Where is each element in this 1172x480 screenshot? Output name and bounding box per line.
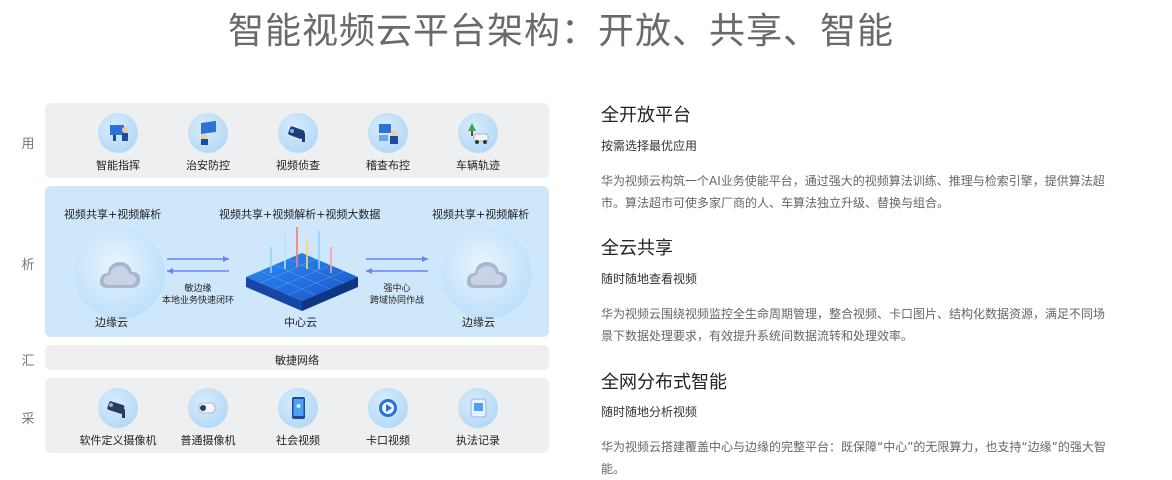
center-cloud-label: 中心云 (284, 316, 317, 329)
section-body-open-platform: 华为视频云构筑一个AI业务使能平台，通过强大的视频算法训练、推理与检索引擎，提供… (601, 174, 1105, 210)
data-beams (270, 227, 332, 273)
edge-left-caption: 视频共享+视频解析 (64, 208, 162, 221)
collect-item-label: 普通摄像机 (180, 434, 236, 447)
left-link-desc: 本地业务快速闭环 (161, 296, 234, 306)
checkpoint-video-icon (368, 388, 408, 428)
security-patrol-icon (188, 113, 228, 153)
center-cloud-platform[interactable] (240, 225, 365, 325)
app-item-label: 智能指挥 (96, 159, 140, 172)
layer-label-aggregation: 汇 (21, 354, 35, 369)
law-recorder-icon (458, 388, 498, 428)
left-link-caption: 敏边缘 本地业务快速闭环 (150, 283, 246, 307)
page-title: 智能视频云平台架构：开放、共享、智能 (227, 11, 894, 52)
right-link-desc: 跨域协同作战 (369, 296, 424, 306)
cloud-icon (99, 262, 141, 288)
mobile-video-icon (278, 388, 318, 428)
bidirectional-arrow-left (167, 256, 229, 274)
bidirectional-arrow-right (366, 256, 428, 274)
collect-item-label: 执法记录 (456, 434, 500, 447)
platform-side-right (302, 277, 358, 311)
section-body-cloud-sharing: 华为视频云围绕视频监控全生命周期管理，整合视频、卡口图片、结构化数据资源，满足不… (601, 307, 1106, 343)
app-item-investigate[interactable]: 视频侦查 (258, 113, 338, 173)
layer-label-application: 用 (21, 137, 35, 152)
edge-cloud-left[interactable] (75, 229, 165, 319)
edge-right-caption: 视频共享+视频解析 (432, 208, 530, 221)
edge-cloud-right[interactable] (442, 229, 532, 319)
collect-item-sdc[interactable]: 软件定义摄像机 (78, 388, 158, 448)
collect-item-normal[interactable]: 普通摄像机 (168, 388, 248, 448)
layer-label-analysis: 析 (21, 258, 35, 273)
collect-item-label: 社会视频 (276, 434, 320, 447)
center-caption: 视频共享+视频解析+视频大数据 (219, 208, 381, 221)
command-monitor-icon (98, 113, 138, 153)
inspection-icon (368, 113, 408, 153)
app-item-label: 治安防控 (186, 159, 230, 172)
app-item-command[interactable]: 智能指挥 (78, 113, 158, 173)
right-link-title: 强中心 (383, 284, 411, 294)
cloud-icon (466, 262, 508, 288)
section-title-distributed-ai: 全网分布式智能 (601, 372, 727, 393)
collect-item-recorder[interactable]: 执法记录 (438, 388, 518, 448)
app-item-vehicle[interactable]: 车辆轨迹 (438, 113, 518, 173)
collect-item-social[interactable]: 社会视频 (258, 388, 338, 448)
app-item-security[interactable]: 治安防控 (168, 113, 248, 173)
collect-item-label: 软件定义摄像机 (79, 434, 157, 447)
app-item-inspection[interactable]: 稽查布控 (348, 113, 428, 173)
app-item-label: 车辆轨迹 (456, 159, 500, 172)
collect-item-checkpoint[interactable]: 卡口视频 (348, 388, 428, 448)
edge-cloud-left-label: 边缘云 (95, 316, 128, 329)
platform-side-left (246, 277, 302, 311)
architecture-diagram: 用 析 汇 采 智能指挥 治安防控 视频侦查 稽查布控 车辆轨迹 视频共享+视频… (0, 0, 560, 476)
sdc-camera-icon (98, 388, 138, 428)
network-label: 敏捷网络 (275, 354, 319, 367)
edge-cloud-right-label: 边缘云 (462, 316, 495, 329)
section-subtitle-distributed-ai: 随时随地分析视频 (601, 405, 698, 419)
app-item-label: 视频侦查 (276, 159, 320, 172)
left-link-title: 敏边缘 (184, 284, 212, 294)
vehicle-track-icon (458, 113, 498, 153)
section-subtitle-cloud-sharing: 随时随地查看视频 (601, 272, 698, 286)
right-link-caption: 强中心 跨域协同作战 (355, 283, 439, 307)
section-title-open-platform: 全开放平台 (601, 105, 691, 126)
collect-item-label: 卡口视频 (366, 434, 410, 447)
dome-camera-icon (188, 388, 228, 428)
section-title-cloud-sharing: 全云共享 (601, 238, 673, 259)
app-item-label: 稽查布控 (366, 159, 410, 172)
network-band (45, 345, 549, 370)
camera-investigate-icon (278, 113, 318, 153)
layer-label-collection: 采 (21, 412, 35, 427)
section-body-distributed-ai: 华为视频云搭建覆盖中心与边缘的完整平台：既保障“中心”的无限算力，也支持“边缘”… (601, 440, 1106, 476)
section-subtitle-open-platform: 按需选择最优应用 (601, 139, 698, 153)
